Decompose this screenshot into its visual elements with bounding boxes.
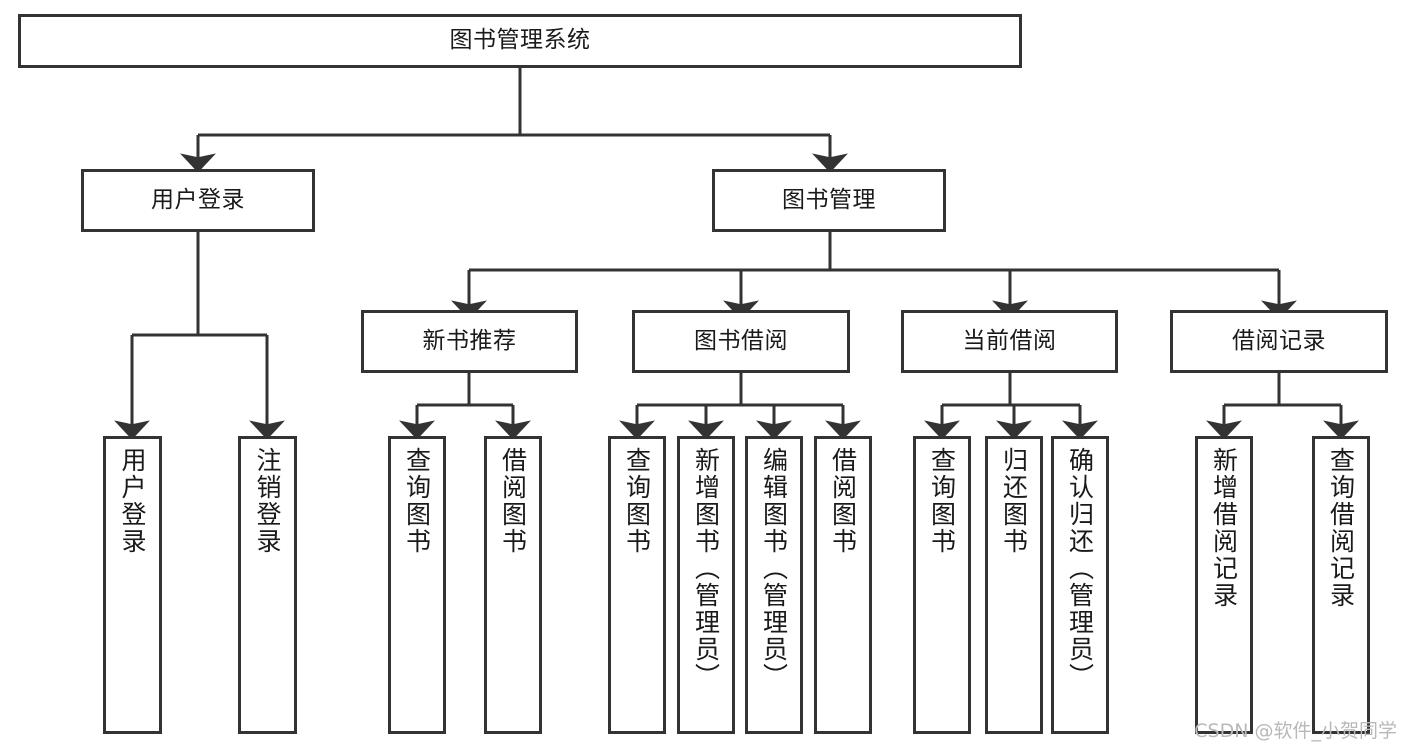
- node-leaf-query-borrow-record-label: 查询借阅记录: [1326, 447, 1356, 609]
- node-new-book-recommend-label: 新书推荐: [422, 327, 517, 354]
- node-leaf-query-book-recommend-label: 查询图书: [402, 447, 432, 555]
- node-leaf-borrow-book[interactable]: 借阅图书: [814, 436, 872, 734]
- node-leaf-user-login[interactable]: 用户登录: [103, 436, 162, 734]
- node-leaf-return-book-label: 归还图书: [999, 447, 1029, 555]
- node-leaf-borrow-book-recommend[interactable]: 借阅图书: [484, 436, 542, 734]
- node-leaf-query-book-borrow-label: 查询图书: [622, 447, 652, 555]
- node-leaf-confirm-return-admin-label: 确认归还（管理员）: [1065, 447, 1095, 690]
- node-leaf-confirm-return-admin[interactable]: 确认归还（管理员）: [1051, 436, 1109, 734]
- node-root-label: 图书管理系统: [449, 27, 591, 54]
- node-leaf-logout[interactable]: 注销登录: [238, 436, 297, 734]
- node-current-borrow[interactable]: 当前借阅: [901, 310, 1118, 373]
- node-leaf-borrow-book-recommend-label: 借阅图书: [498, 447, 528, 555]
- node-leaf-return-book[interactable]: 归还图书: [985, 436, 1043, 734]
- node-leaf-add-book-admin-label: 新增图书（管理员）: [691, 447, 721, 690]
- node-book-borrow-label: 图书借阅: [694, 327, 788, 354]
- node-root[interactable]: 图书管理系统: [18, 14, 1022, 68]
- node-leaf-query-borrow-record[interactable]: 查询借阅记录: [1312, 436, 1370, 734]
- node-user-login[interactable]: 用户登录: [81, 169, 315, 232]
- node-book-management[interactable]: 图书管理: [712, 169, 946, 232]
- node-user-login-label: 用户登录: [151, 186, 245, 213]
- node-leaf-query-book-recommend[interactable]: 查询图书: [388, 436, 446, 734]
- node-leaf-logout-label: 注销登录: [253, 447, 282, 555]
- node-book-management-label: 图书管理: [782, 186, 876, 213]
- node-leaf-edit-book-admin-label: 编辑图书（管理员）: [759, 447, 789, 690]
- node-book-borrow[interactable]: 图书借阅: [632, 310, 850, 373]
- node-current-borrow-label: 当前借阅: [962, 327, 1057, 354]
- node-leaf-query-book-borrow[interactable]: 查询图书: [608, 436, 666, 734]
- node-leaf-add-borrow-record[interactable]: 新增借阅记录: [1195, 436, 1253, 734]
- node-leaf-edit-book-admin[interactable]: 编辑图书（管理员）: [745, 436, 803, 734]
- node-leaf-add-borrow-record-label: 新增借阅记录: [1209, 447, 1239, 609]
- node-leaf-user-login-label: 用户登录: [118, 447, 147, 555]
- node-leaf-query-book-current-label: 查询图书: [927, 447, 957, 555]
- node-leaf-borrow-book-label: 借阅图书: [828, 447, 858, 555]
- node-leaf-add-book-admin[interactable]: 新增图书（管理员）: [677, 436, 735, 734]
- node-borrow-record[interactable]: 借阅记录: [1170, 310, 1388, 373]
- node-borrow-record-label: 借阅记录: [1232, 327, 1326, 354]
- node-leaf-query-book-current[interactable]: 查询图书: [913, 436, 971, 734]
- node-new-book-recommend[interactable]: 新书推荐: [361, 310, 578, 373]
